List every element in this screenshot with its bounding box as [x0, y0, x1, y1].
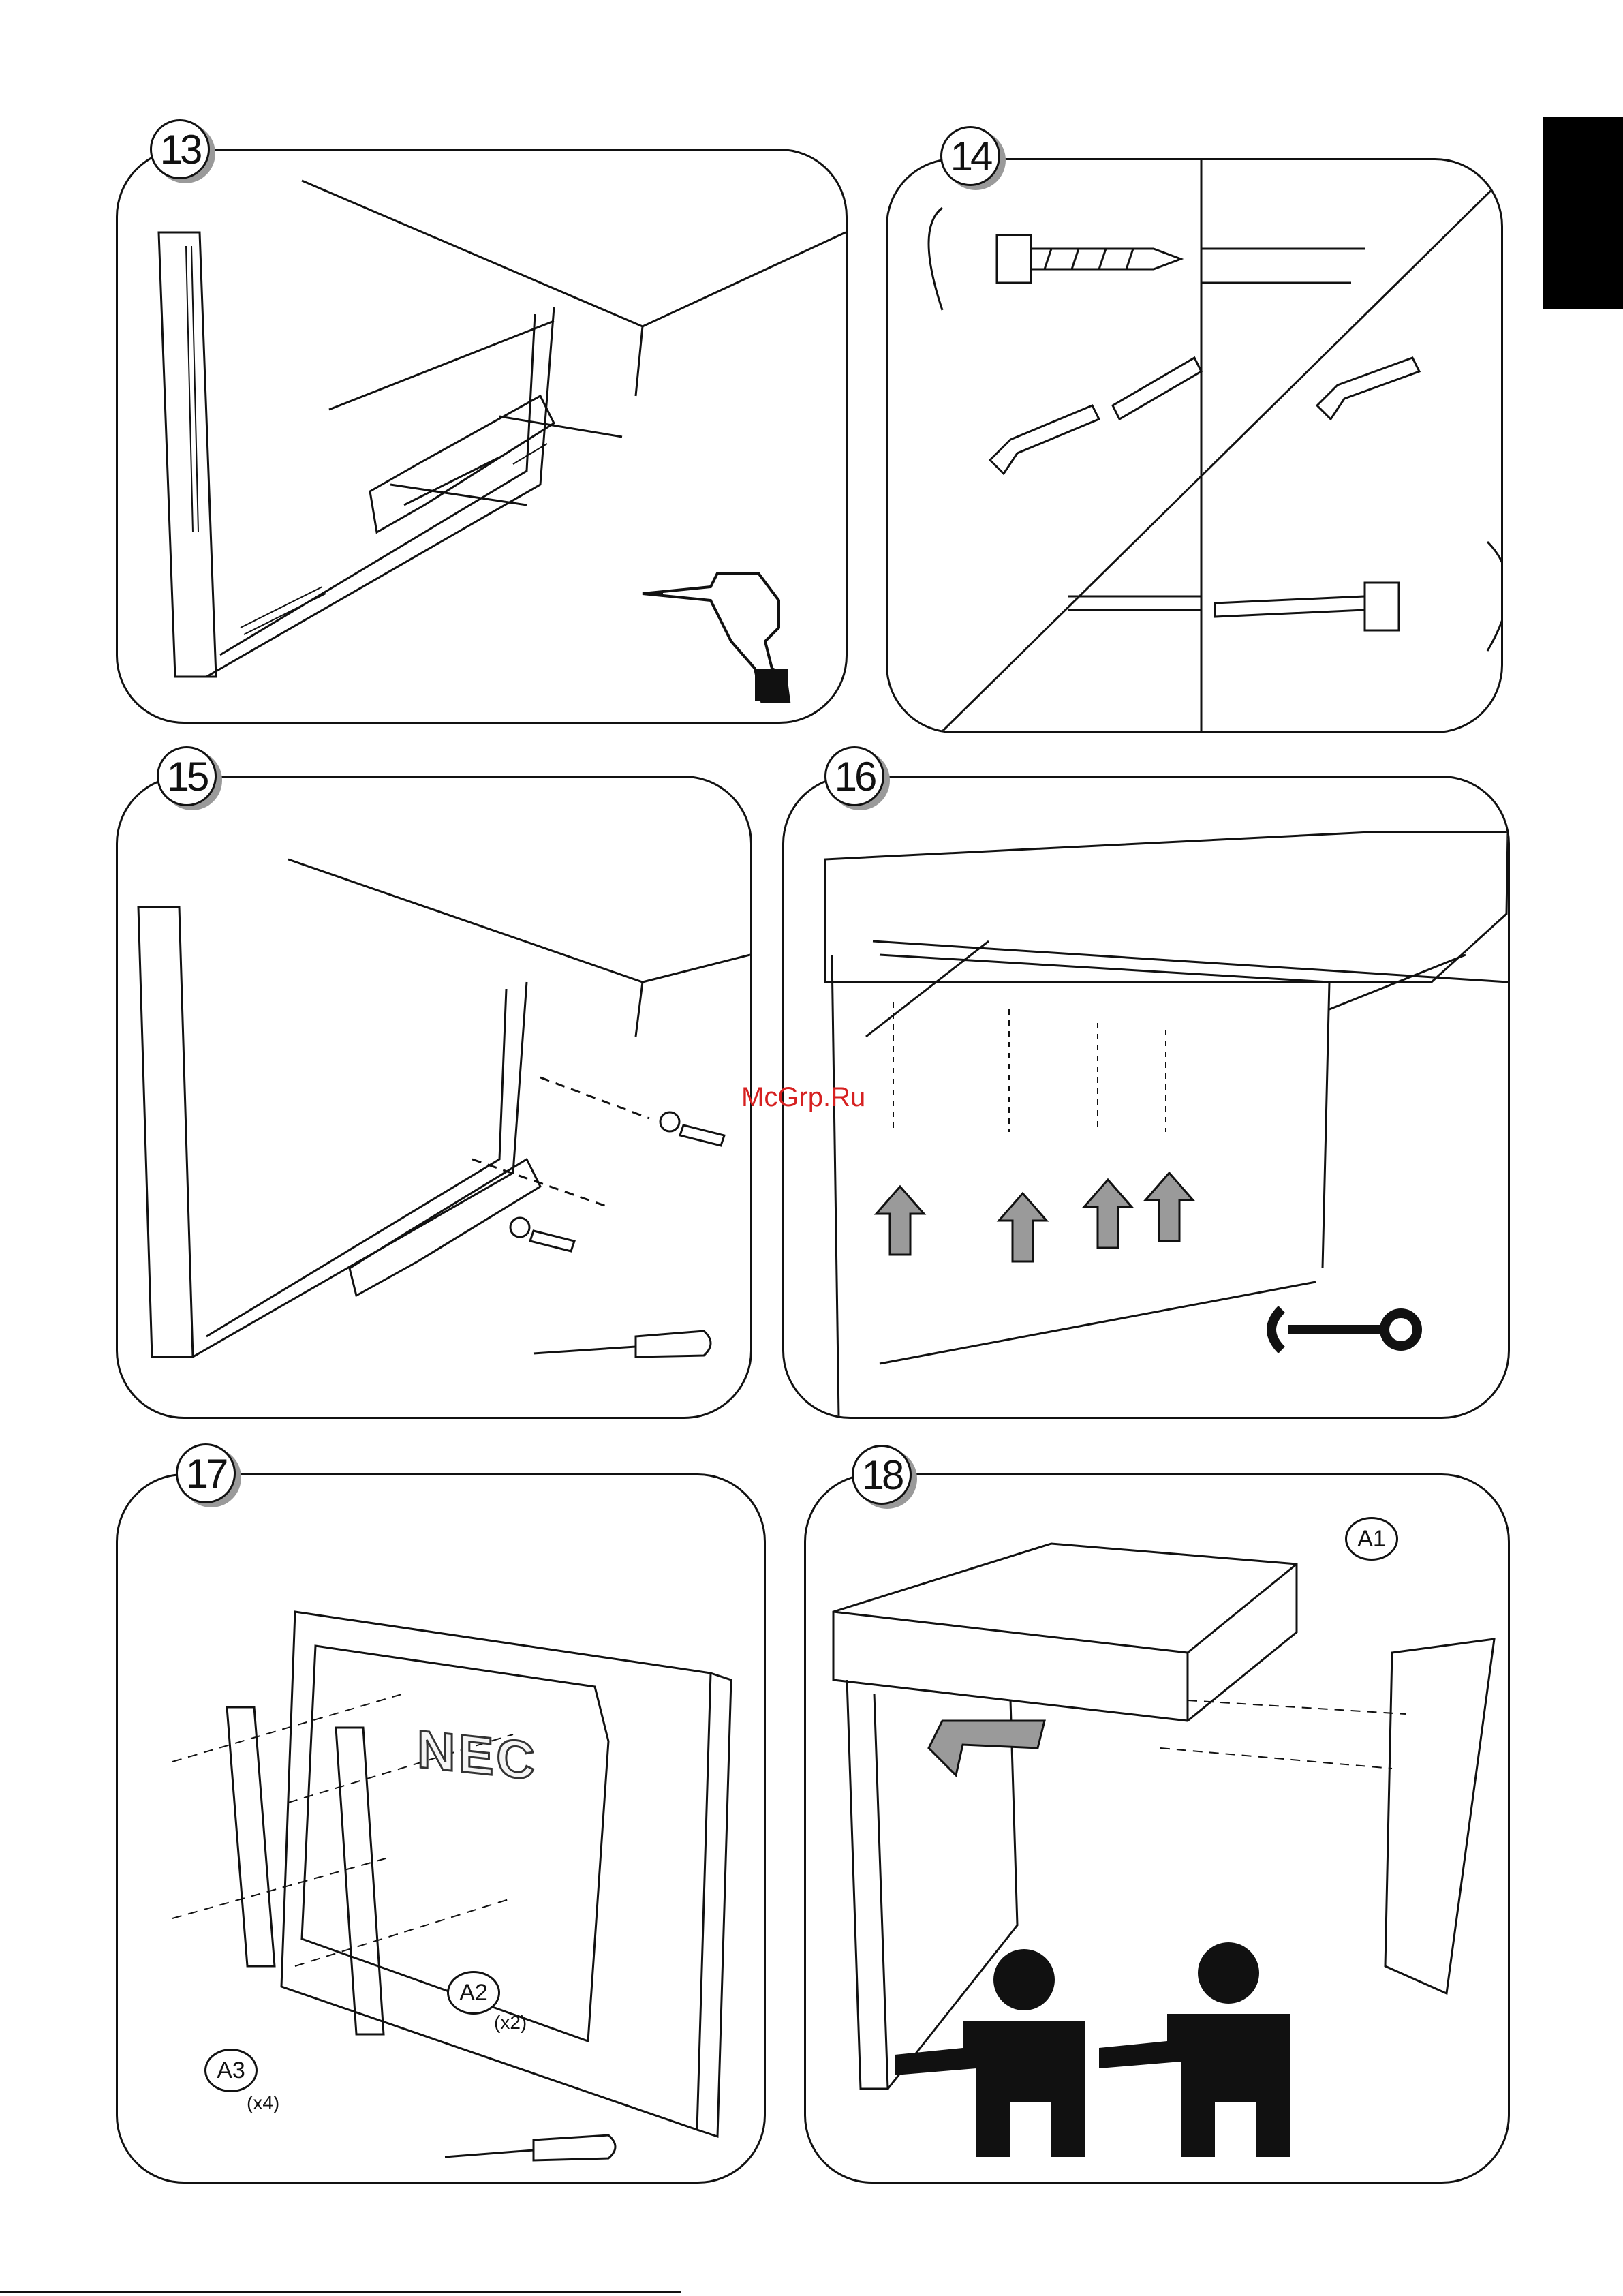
- masonry-drill-bit-icon: [997, 235, 1181, 283]
- watermark: McGrp.Ru: [741, 1082, 865, 1113]
- step-17-number: 17: [176, 1443, 236, 1503]
- step-18-number: 18: [852, 1445, 912, 1505]
- step-14-number: 14: [940, 126, 1000, 186]
- step-14-panel: [886, 158, 1503, 733]
- forward-arrow-icon: [929, 1721, 1045, 1775]
- step-16-number: 16: [824, 746, 884, 806]
- callout-a3: A3: [204, 2049, 258, 2092]
- step-15-illustration: [118, 778, 750, 1417]
- step-13-illustration: [118, 151, 846, 722]
- step-15-number: 15: [157, 746, 217, 806]
- section-tab: [1543, 117, 1623, 309]
- drill-icon: [643, 573, 789, 701]
- upward-arrow-icon: [876, 1173, 1193, 1261]
- step-13-number: 13: [150, 119, 210, 179]
- callout-a2-quantity: (x2): [494, 2012, 527, 2034]
- screw-icon: [510, 1112, 724, 1251]
- step-16-panel: [782, 776, 1510, 1419]
- wall-plug-icon: [990, 358, 1201, 474]
- step-18-illustration: [806, 1475, 1508, 2182]
- nec-logo: NEC: [417, 1718, 538, 1793]
- step-18-panel: [804, 1473, 1510, 2184]
- screwdriver-icon: [445, 2135, 615, 2160]
- two-person-lift-icon: [895, 1942, 1290, 2157]
- callout-a1: A1: [1345, 1517, 1398, 1561]
- footer-rule: [0, 2291, 681, 2293]
- step-13-panel: [116, 149, 848, 724]
- step-16-illustration: [784, 778, 1508, 1417]
- wood-drill-bit-icon: [1215, 583, 1399, 630]
- wrench-icon: [1271, 1309, 1417, 1350]
- callout-a2: A2: [447, 1971, 500, 2015]
- step-14-illustration: [888, 160, 1501, 731]
- callout-a3-quantity: (x4): [247, 2092, 279, 2114]
- screwdriver-icon: [534, 1331, 711, 1357]
- lag-bolt-icon: [1317, 358, 1419, 419]
- step-15-panel: [116, 776, 752, 1419]
